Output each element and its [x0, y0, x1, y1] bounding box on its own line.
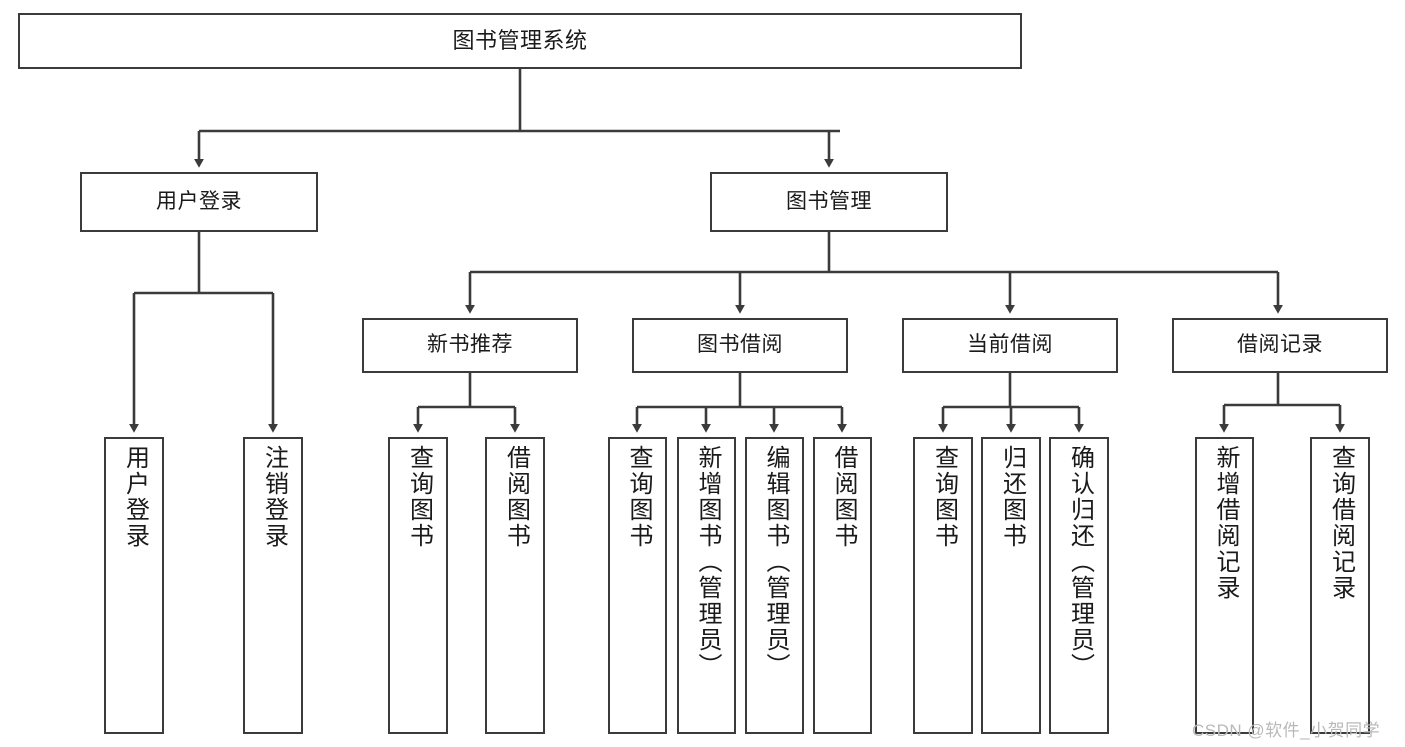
- node-user-login-label: 用户登录: [156, 189, 242, 213]
- node-leaf-borrow-book-2[interactable]: 借阅图书: [813, 437, 872, 734]
- node-leaf-query-book-1-label: 查询图书: [405, 445, 433, 549]
- node-current-borrow-label: 当前借阅: [967, 333, 1053, 357]
- node-leaf-confirm-return-admin-label: 确认归还（管理员）: [1066, 445, 1094, 679]
- node-leaf-return-book-label: 归还图书: [998, 445, 1026, 549]
- node-leaf-query-book-2-label: 查询图书: [624, 445, 652, 549]
- node-leaf-logout-login[interactable]: 注销登录: [243, 437, 303, 734]
- node-borrow-record-label: 借阅记录: [1237, 333, 1323, 357]
- csdn-watermark: CSDN @软件_小贺同学: [1192, 721, 1381, 740]
- node-book-manage[interactable]: 图书管理: [710, 172, 948, 232]
- node-leaf-add-borrow-record[interactable]: 新增借阅记录: [1195, 437, 1254, 734]
- node-book-manage-label: 图书管理: [786, 189, 872, 213]
- node-leaf-borrow-book-2-label: 借阅图书: [829, 445, 857, 549]
- node-leaf-edit-book-admin-label: 编辑图书（管理员）: [761, 445, 789, 679]
- node-leaf-add-book-admin-label: 新增图书（管理员）: [693, 445, 721, 679]
- node-new-book-recommend-label: 新书推荐: [427, 333, 513, 357]
- node-root-label: 图书管理系统: [452, 28, 588, 54]
- node-leaf-edit-book-admin[interactable]: 编辑图书（管理员）: [745, 437, 804, 734]
- node-current-borrow[interactable]: 当前借阅: [902, 318, 1118, 373]
- node-user-login[interactable]: 用户登录: [80, 172, 318, 232]
- node-leaf-query-book-3[interactable]: 查询图书: [913, 437, 973, 734]
- node-borrow-record[interactable]: 借阅记录: [1172, 318, 1388, 373]
- node-root[interactable]: 图书管理系统: [18, 13, 1022, 69]
- node-leaf-borrow-book-1-label: 借阅图书: [502, 445, 530, 549]
- node-leaf-query-borrow-record[interactable]: 查询借阅记录: [1310, 437, 1370, 734]
- node-leaf-return-book[interactable]: 归还图书: [981, 437, 1041, 734]
- node-leaf-user-login-label: 用户登录: [121, 445, 149, 549]
- node-leaf-query-book-2[interactable]: 查询图书: [608, 437, 667, 734]
- node-new-book-recommend[interactable]: 新书推荐: [362, 318, 578, 373]
- node-leaf-logout-login-label: 注销登录: [260, 445, 288, 549]
- node-leaf-query-book-3-label: 查询图书: [930, 445, 958, 549]
- node-leaf-user-login[interactable]: 用户登录: [104, 437, 164, 734]
- node-leaf-add-book-admin[interactable]: 新增图书（管理员）: [677, 437, 736, 734]
- node-leaf-query-borrow-record-label: 查询借阅记录: [1327, 445, 1355, 601]
- node-leaf-borrow-book-1[interactable]: 借阅图书: [485, 437, 545, 734]
- node-leaf-confirm-return-admin[interactable]: 确认归还（管理员）: [1049, 437, 1109, 734]
- node-leaf-query-book-1[interactable]: 查询图书: [388, 437, 448, 734]
- node-book-borrow-label: 图书借阅: [697, 333, 783, 357]
- node-leaf-add-borrow-record-label: 新增借阅记录: [1211, 445, 1239, 601]
- node-book-borrow[interactable]: 图书借阅: [632, 318, 848, 373]
